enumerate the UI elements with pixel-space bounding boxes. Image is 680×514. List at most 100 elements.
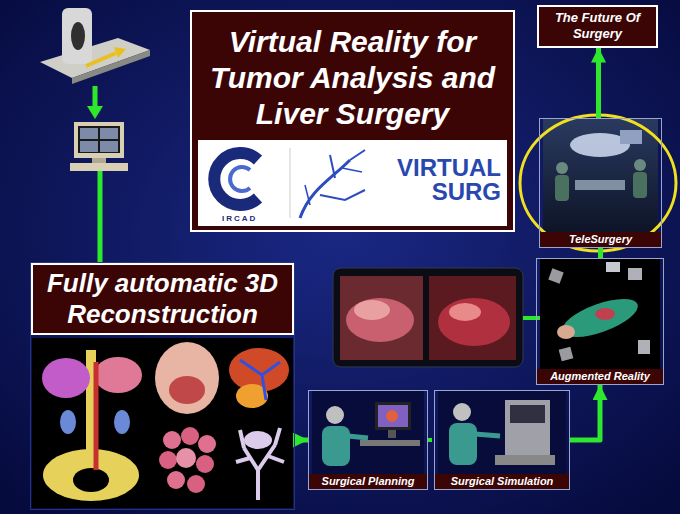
simulation-picture-part: [449, 423, 477, 465]
flow-arrow-part: [87, 106, 103, 119]
flow-arrow: [87, 86, 103, 119]
computer-icon-part: [80, 141, 98, 152]
title-panel-part: [198, 140, 507, 226]
picture-box: Surgical Planning: [308, 390, 428, 490]
telesurgery-picture-part: [556, 162, 568, 174]
title-panel: [190, 10, 515, 232]
telesurgery-picture-part: [555, 175, 569, 201]
heading-box: The Future Of Surgery: [537, 5, 658, 48]
reconstruction-images-part: [169, 376, 205, 404]
title-panel-part: [320, 190, 365, 200]
simulation-picture-part: [475, 434, 500, 436]
augmented-reality-picture-part: [540, 258, 660, 385]
caption-text: Surgical Simulation: [435, 474, 569, 489]
reconstruction-images-part: [94, 357, 142, 393]
reconstruction-images-part: [167, 471, 185, 489]
telesurgery-picture-part: [620, 130, 642, 144]
computer-icon-part: [74, 122, 124, 158]
reconstruction-images-part: [155, 342, 219, 414]
reconstruction-images-part: [60, 410, 76, 434]
flow-connector: [295, 438, 308, 443]
planning-picture-part: [348, 436, 368, 438]
ct-scanner-part: [86, 53, 116, 66]
reconstruction-images-part: [94, 362, 99, 470]
augmented-reality-picture-part: [638, 340, 650, 354]
picture-box: Surgical Simulation: [434, 390, 570, 490]
augmented-reality-picture-part: [557, 325, 575, 339]
augmented-reality-picture-part: [595, 308, 615, 320]
computer-icon: [70, 122, 128, 171]
planning-picture-part: [360, 440, 420, 446]
caption-text: Augmented Reality: [537, 369, 663, 384]
title-panel-part: [230, 167, 250, 191]
planning-picture-part: [386, 410, 398, 422]
reconstruction-images-part: [32, 338, 293, 508]
augmented-reality-picture-part: [606, 262, 620, 272]
reconstruction-images-part: [198, 435, 216, 453]
reconstruction-images-part: [187, 475, 205, 493]
augmented-reality-picture-part: [628, 268, 642, 280]
reconstruction-images-part: [163, 431, 181, 449]
reconstruction-images-part: [244, 431, 272, 449]
computer-icon-part: [78, 126, 120, 153]
heading-panel: Fully automatic 3D Reconstruction: [30, 262, 295, 510]
heading-text: The Future Of Surgery: [543, 10, 652, 43]
reconstruction-images-part: [159, 451, 177, 469]
planning-picture-part: [322, 426, 350, 466]
ct-scanner-part: [114, 47, 126, 58]
planning-picture-part: [375, 402, 411, 430]
logo-text: IRCAD: [222, 214, 257, 224]
title-box: Virtual Reality for Tumor Analysis and L…: [190, 10, 515, 232]
liver-images-part: [438, 298, 510, 346]
reconstruction-images-part: [73, 468, 109, 492]
reconstruction-images-part: [181, 427, 199, 445]
telesurgery-picture: [543, 118, 658, 248]
logo-text: VIRTUAL SURG: [371, 156, 501, 204]
flow-connector: [596, 48, 601, 119]
liver-images: [333, 268, 540, 367]
ct-scanner: [40, 8, 150, 84]
reconstruction-images-part: [240, 360, 280, 400]
picture-box: Augmented Reality: [536, 258, 664, 385]
reconstruction-images-part: [42, 358, 90, 398]
heading-text: Fully automatic 3D Reconstruction: [31, 263, 294, 335]
augmented-reality-picture-part: [558, 291, 643, 345]
telesurgery-picture-part: [634, 159, 646, 171]
augmented-reality-picture-part: [548, 268, 563, 283]
title-panel-part: [330, 155, 335, 178]
computer-icon-part: [80, 128, 98, 139]
flow-arrow-part: [93, 86, 98, 108]
simulation-picture-part: [505, 400, 550, 455]
flow-connector: [570, 385, 600, 440]
computer-icon-part: [100, 141, 118, 152]
ct-scanner-part: [62, 8, 92, 64]
augmented-reality-picture: [540, 258, 660, 385]
simulation-picture-part: [495, 455, 555, 465]
reconstruction-images-part: [236, 428, 284, 500]
ct-scanner-part: [71, 22, 85, 50]
liver-images-part: [523, 316, 540, 320]
computer-icon-part: [100, 128, 118, 139]
title-panel-part: [305, 185, 310, 205]
liver-images-part: [333, 268, 523, 367]
computer-icon-part: [92, 158, 106, 163]
caption-text: Surgical Planning: [309, 474, 427, 489]
picture-box: TeleSurgery: [539, 118, 662, 248]
title-panel-part: [190, 10, 515, 232]
title-text: Virtual Reality for Tumor Analysis and L…: [198, 24, 507, 132]
augmented-reality-picture-part: [559, 347, 574, 362]
simulation-picture-part: [453, 403, 471, 421]
reconstruction-images-part: [196, 455, 214, 473]
liver-images-part: [429, 276, 516, 360]
telesurgery-picture-part: [543, 118, 658, 248]
computer-icon-part: [70, 163, 128, 171]
highlight-circle: [520, 115, 676, 251]
simulation-picture-part: [510, 405, 545, 423]
reconstruction-images: [32, 338, 293, 508]
reconstruction-images-part: [114, 410, 130, 434]
title-panel-part: [214, 153, 258, 205]
planning-picture-part: [388, 430, 396, 438]
planning-picture-part: [326, 406, 344, 424]
liver-images-part: [340, 276, 423, 360]
